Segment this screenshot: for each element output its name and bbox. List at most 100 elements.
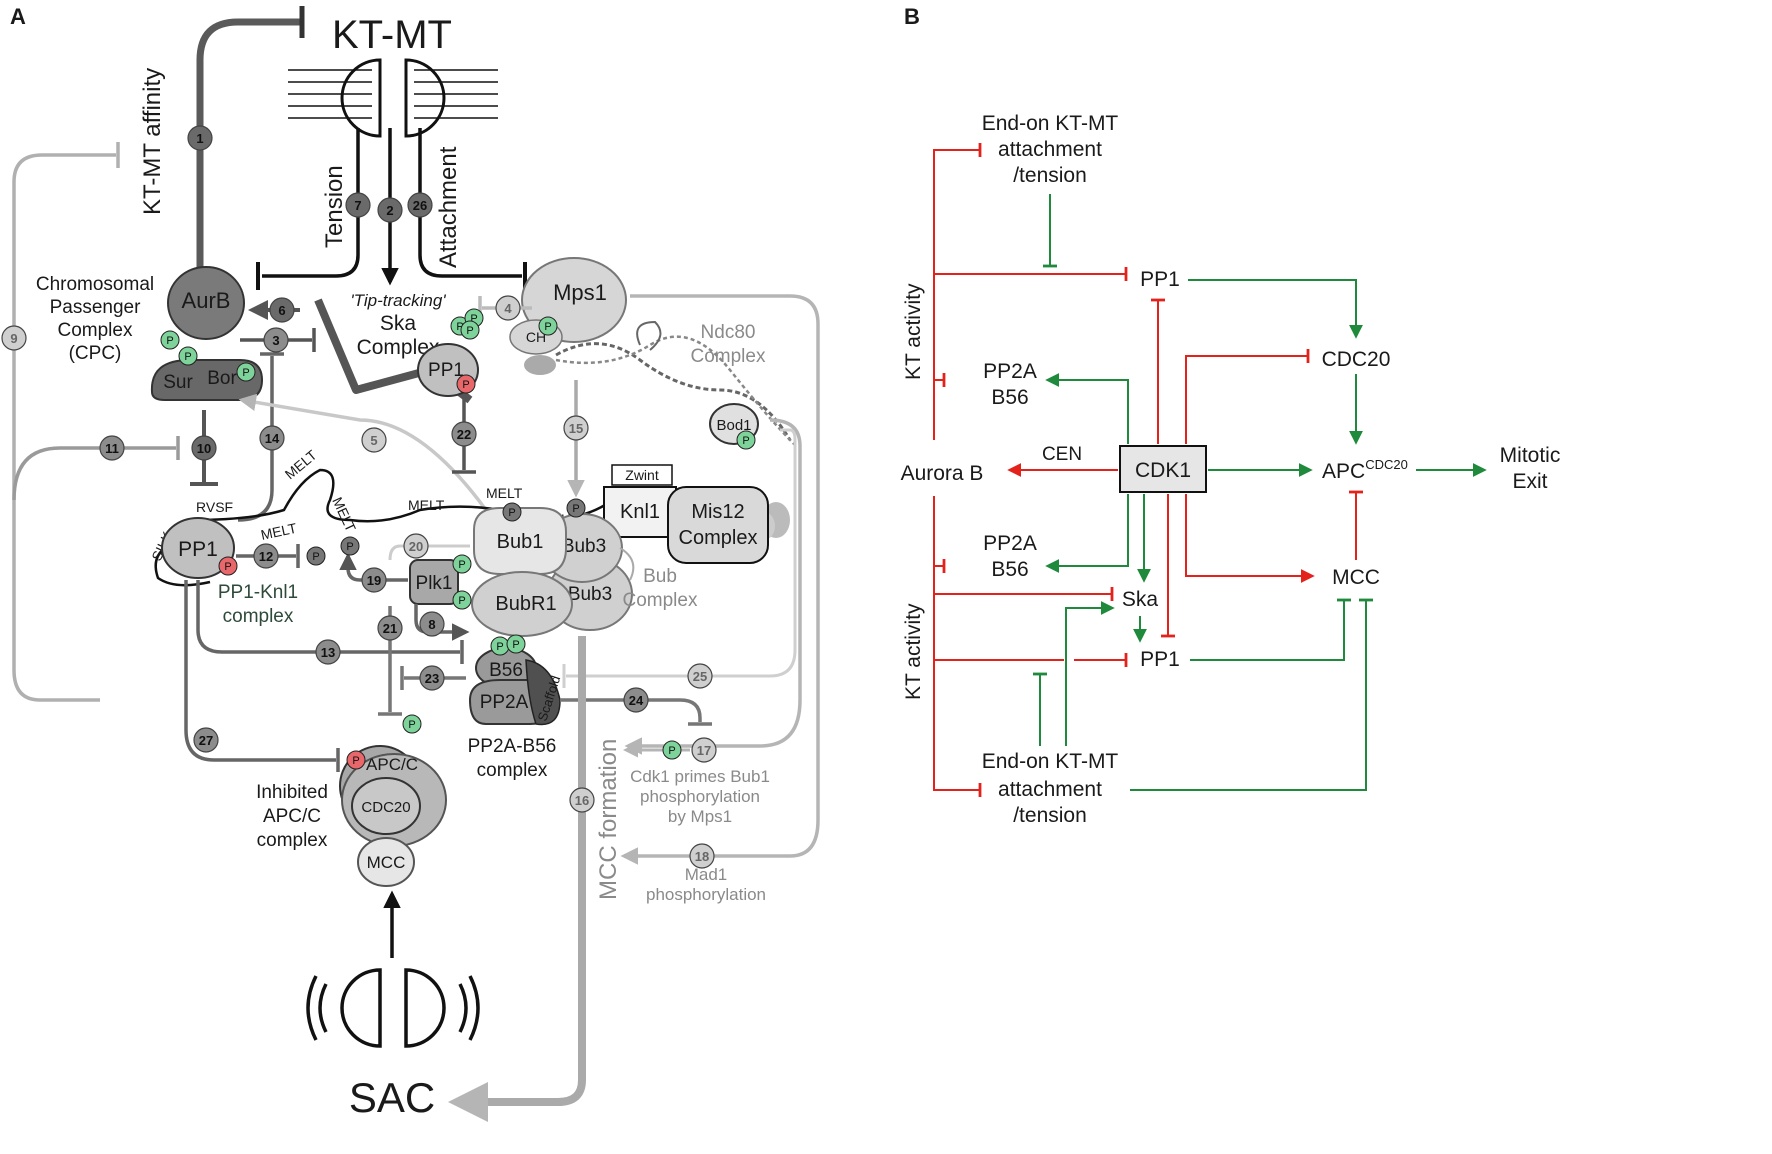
phospho-circle xyxy=(306,546,326,566)
knl1-label: Knl1 xyxy=(620,501,660,523)
bub1-label: Bub1 xyxy=(497,531,544,553)
step-badge-number: 23 xyxy=(425,671,439,686)
step-badge-3: 3 xyxy=(263,327,289,353)
step-badge-6: 6 xyxy=(269,297,295,323)
phospho-circle xyxy=(506,634,526,654)
edge-cdk1-pp2a-bot xyxy=(1045,494,1129,573)
arrow-20 xyxy=(388,544,470,561)
step-badge-circle xyxy=(99,435,125,461)
b56-label: B56 xyxy=(489,660,523,681)
end-on-top-3: /tension xyxy=(1013,164,1087,187)
step-badge-circle xyxy=(259,425,285,451)
step-badge-number: 22 xyxy=(457,427,471,442)
step-badge-16: 16 xyxy=(569,787,595,813)
step-badge-circle xyxy=(269,297,295,323)
mis12-label-1: Mis12 xyxy=(691,501,744,523)
inhibited-label-3: complex xyxy=(257,830,328,851)
step-badge-circle xyxy=(419,665,445,691)
phospho-letter: P xyxy=(462,379,469,391)
phospho-letter: P xyxy=(456,321,463,333)
phospho-letter: P xyxy=(544,321,551,333)
cpc-label-2: Passenger xyxy=(50,297,142,318)
edge-cdk1-mcc xyxy=(1185,494,1315,583)
cdc20-label: CDC20 xyxy=(361,799,410,816)
ndc80-coil-2 xyxy=(555,335,796,446)
step-badge-number: 17 xyxy=(697,743,711,758)
phospho-letter: P xyxy=(466,325,473,337)
bub3-back-label: Bub3 xyxy=(568,584,612,605)
panel-b-letter: B xyxy=(904,4,920,29)
sac-symbol xyxy=(306,968,480,1048)
step-badge-circle xyxy=(263,327,289,353)
pp1-knl1-label: PP1 xyxy=(178,538,218,561)
bub-complex-label-1: Bub xyxy=(643,566,677,587)
step-badge-number: 25 xyxy=(693,669,707,684)
step-badge-circle xyxy=(377,197,403,223)
edge-cdk1-cdc20 xyxy=(1185,349,1310,444)
mcc-label: MCC xyxy=(367,853,406,872)
ch-label: CH xyxy=(526,329,546,345)
arrow-25-b xyxy=(566,428,797,678)
ska-b: Ska xyxy=(1122,588,1159,611)
cpc-label-3: Complex xyxy=(58,320,133,341)
arrow-26 xyxy=(418,128,522,278)
cdk1-label: CDK1 xyxy=(1135,459,1191,482)
phospho-marker: P xyxy=(736,430,756,450)
red-edges xyxy=(933,143,1363,797)
step-badge-circle xyxy=(377,615,403,641)
apc-sup: CDC20 xyxy=(1365,457,1408,472)
step-badge-5: 5 xyxy=(361,427,387,453)
edge-aurb-down xyxy=(933,496,982,797)
bubr1-blob xyxy=(471,571,573,637)
phospho-circle xyxy=(460,320,480,340)
arrow-16 xyxy=(448,636,586,1122)
step-badge-1: 1 xyxy=(187,125,213,151)
melt-label-3: MELT xyxy=(329,495,359,535)
phospho-marker: P xyxy=(306,546,326,566)
pp2a-b56-complex-2: complex xyxy=(477,760,548,781)
kt-activity-top: KT activity xyxy=(902,283,925,380)
step-badge-number: 9 xyxy=(10,331,17,346)
step-badge-number: 13 xyxy=(321,645,335,660)
step-badge-circle xyxy=(451,421,477,447)
aurb-blob xyxy=(167,266,245,340)
step-badge-2: 2 xyxy=(377,197,403,223)
phospho-circle xyxy=(160,330,180,350)
aurb-label: AurB xyxy=(182,288,231,313)
step-badge-circle xyxy=(407,192,433,218)
phospho-letter: P xyxy=(458,595,465,607)
step-badge-circle xyxy=(345,192,371,218)
ska-label: Ska xyxy=(380,312,417,335)
arrow-9 xyxy=(12,153,116,702)
arrow-24 xyxy=(560,698,702,722)
cpc-label-4: (CPC) xyxy=(69,343,122,364)
step-badge-number: 2 xyxy=(386,203,393,218)
zwint-box xyxy=(611,464,673,486)
step-badge-19: 19 xyxy=(361,567,387,593)
melt-label-5: MELT xyxy=(486,485,523,501)
step-badge-number: 24 xyxy=(629,693,644,708)
step-badge-number: 19 xyxy=(367,573,381,588)
step-badge-circle xyxy=(691,737,717,763)
phospho-marker: P xyxy=(538,316,558,336)
step-badge-14: 14 xyxy=(259,425,285,451)
ndc80-head xyxy=(524,355,556,375)
mitotic-1: Mitotic xyxy=(1500,444,1561,467)
cdk1-primes-2: phosphorylation xyxy=(640,787,760,806)
step-badge-18: 18 xyxy=(689,843,715,869)
step-badge-circle xyxy=(193,727,219,753)
melt-label-4: MELT xyxy=(408,497,445,513)
apc-label: APCCDC20 xyxy=(1322,457,1408,483)
step-badge-9: 9 xyxy=(1,325,27,351)
phospho-letter: P xyxy=(668,745,675,757)
step-badge-circle xyxy=(187,125,213,151)
end-on-bot-3: /tension xyxy=(1013,804,1087,827)
edge-aurb-endon-top xyxy=(933,143,982,440)
cdc20-blob xyxy=(351,777,421,835)
step-badge-number: 8 xyxy=(428,617,435,632)
pp1-knl1-complex-2: complex xyxy=(223,606,294,627)
bub1-blob xyxy=(473,507,567,575)
phospho-circle xyxy=(346,750,366,770)
step-badge-circle xyxy=(1,325,27,351)
